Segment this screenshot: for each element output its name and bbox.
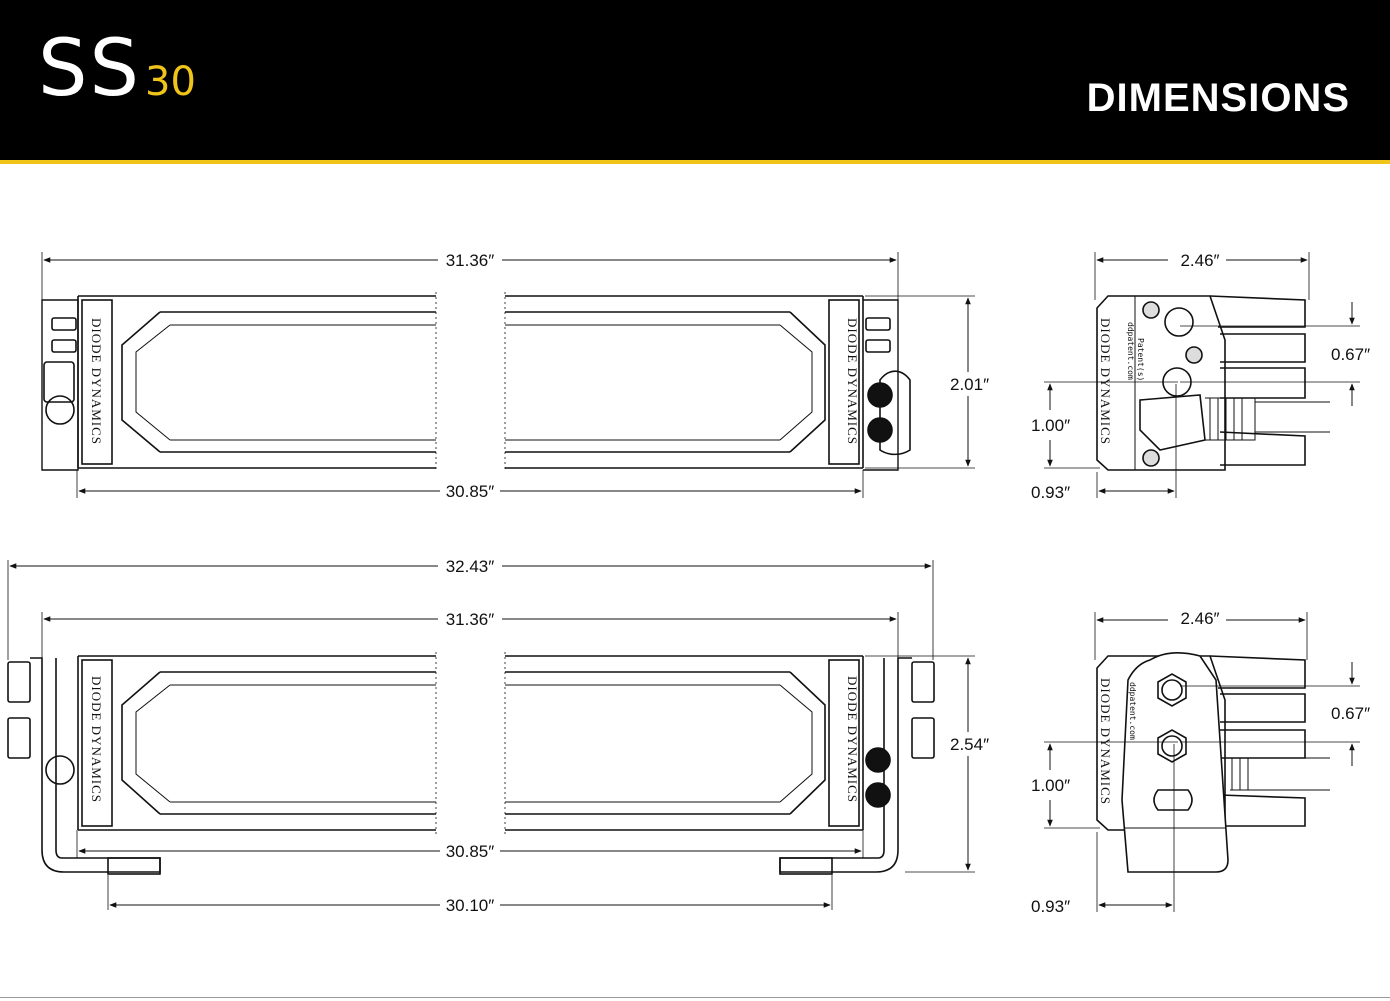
logo-sub-text: 30 bbox=[145, 59, 196, 105]
top-front-view bbox=[41, 252, 975, 498]
brand-label-left-bottom: DIODE DYNAMICS bbox=[89, 676, 104, 803]
header-accent-line bbox=[0, 160, 1390, 164]
bottom-front-dimensions bbox=[9, 563, 971, 908]
bottom-side-mount-depth: 0.93″ bbox=[1031, 897, 1070, 916]
top-front-dimensions bbox=[43, 257, 971, 494]
bottom-side-view bbox=[1094, 612, 1330, 873]
side-brand-label-top: DIODE DYNAMICS bbox=[1098, 318, 1113, 445]
bottom-bracket-width: 32.43″ bbox=[446, 557, 495, 576]
bottom-front-view bbox=[7, 560, 975, 910]
patent-site-text: ddpatent.com bbox=[1126, 322, 1135, 380]
top-side-depth: 2.46″ bbox=[1180, 251, 1219, 270]
bottom-side-upper-offset: 0.67″ bbox=[1331, 704, 1370, 723]
bottom-foot-spacing: 30.10″ bbox=[446, 896, 495, 915]
page-title: DIMENSIONS bbox=[1086, 76, 1350, 120]
brand-label-left: DIODE DYNAMICS bbox=[89, 318, 104, 445]
top-height: 2.01″ bbox=[950, 375, 989, 394]
header-bar bbox=[0, 0, 1390, 160]
bottom-side-dimensions bbox=[1044, 617, 1360, 912]
bottom-side-lower-offset: 1.00″ bbox=[1031, 776, 1070, 795]
bottom-overall-width: 31.36″ bbox=[446, 610, 495, 629]
side-brand-label-bottom: DIODE DYNAMICS bbox=[1098, 678, 1113, 805]
bottom-body-width: 30.85″ bbox=[446, 842, 495, 861]
top-side-lower-offset: 1.00″ bbox=[1031, 416, 1070, 435]
patent-text: Patent(s) bbox=[1136, 338, 1145, 381]
top-side-upper-offset: 0.67″ bbox=[1331, 345, 1370, 364]
bottom-height: 2.54″ bbox=[950, 735, 989, 754]
footer-divider bbox=[0, 997, 1390, 998]
patent-site-text-bottom: ddpatent.com bbox=[1128, 682, 1137, 740]
bottom-side-depth: 2.46″ bbox=[1180, 609, 1219, 628]
top-body-width: 30.85″ bbox=[446, 482, 495, 501]
top-side-mount-depth: 0.93″ bbox=[1031, 483, 1070, 502]
brand-label-right: DIODE DYNAMICS bbox=[845, 318, 860, 445]
top-overall-width: 31.36″ bbox=[446, 251, 495, 270]
top-side-view bbox=[1094, 252, 1330, 471]
brand-label-right-bottom: DIODE DYNAMICS bbox=[845, 676, 860, 803]
top-side-dimensions bbox=[1044, 257, 1360, 498]
logo-main-text: SS bbox=[38, 24, 142, 114]
